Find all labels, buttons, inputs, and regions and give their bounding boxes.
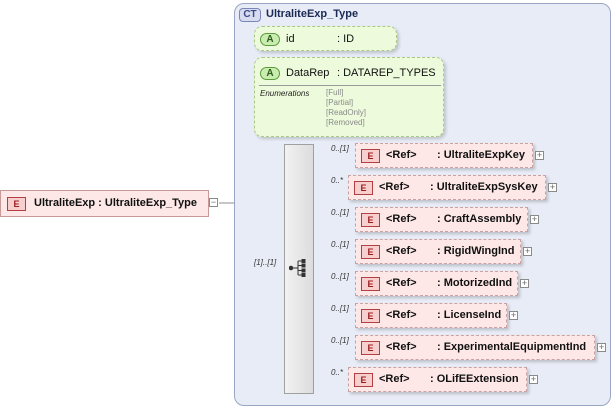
element-badge: E <box>361 213 380 227</box>
element-badge: E <box>361 245 380 259</box>
element-motorizedind[interactable]: E <Ref> : MotorizedInd <box>355 271 518 296</box>
element-ultraliteexpsyskey[interactable]: E <Ref> : UltraliteExpSysKey <box>348 175 546 200</box>
expand-toggle[interactable]: + <box>523 246 532 256</box>
root-element-box[interactable]: E UltraliteExp : UltraliteExp_Type <box>0 190 209 217</box>
enumeration-value: [ReadOnly] <box>326 108 367 117</box>
element-licenseind[interactable]: E <Ref> : LicenseInd <box>355 303 507 328</box>
element-badge: E <box>361 341 380 355</box>
element-ref: <Ref> <box>379 181 410 193</box>
enumeration-value: [Removed] <box>326 118 365 127</box>
enumeration-value: [Partial] <box>326 98 354 107</box>
element-ref: <Ref> <box>386 213 417 225</box>
element-cardinality: 0..[1] <box>331 208 349 217</box>
element-cardinality: 0..[1] <box>331 272 349 281</box>
element-craftassembly[interactable]: E <Ref> : CraftAssembly <box>355 207 528 232</box>
element-cardinality: 0..[1] <box>331 240 349 249</box>
attribute-type: : DATAREP_TYPES <box>337 67 436 79</box>
element-badge: E <box>361 309 380 323</box>
divider <box>259 85 441 86</box>
attribute-datarep-box[interactable]: A DataRep : DATAREP_TYPES Enumerations [… <box>254 57 444 137</box>
expand-toggle[interactable]: + <box>530 214 539 224</box>
element-badge: E <box>7 197 26 211</box>
expand-toggle[interactable]: + <box>597 342 606 352</box>
enumerations-label: Enumerations <box>260 89 310 98</box>
element-ref: <Ref> <box>386 341 417 353</box>
element-ref: <Ref> <box>386 277 417 289</box>
element-cardinality: 0..* <box>331 176 344 185</box>
element-ref: <Ref> <box>386 149 417 161</box>
element-name: : LicenseInd <box>437 309 502 321</box>
element-name: : UltraliteExpKey <box>437 149 526 161</box>
enumeration-value: [Full] <box>326 88 344 97</box>
expand-toggle[interactable]: + <box>535 150 544 160</box>
expand-toggle[interactable]: + <box>548 182 557 192</box>
element-cardinality: 0..[1] <box>331 144 349 153</box>
element-cardinality: 0..[1] <box>331 304 349 313</box>
attribute-name: DataRep <box>286 67 330 79</box>
element-name: : OLifEExtension <box>430 373 519 385</box>
attribute-type: : ID <box>337 33 355 45</box>
element-olifeextension[interactable]: E <Ref> : OLifEExtension <box>348 367 527 392</box>
element-badge: E <box>354 373 373 387</box>
element-cardinality: 0..* <box>331 368 344 377</box>
element-name: : ExperimentalEquipmentInd <box>437 341 587 353</box>
element-badge: E <box>354 181 373 195</box>
element-name: : UltraliteExpSysKey <box>430 181 538 193</box>
expand-toggle[interactable]: + <box>520 278 529 288</box>
sequence-cardinality: [1]..[1] <box>254 258 277 267</box>
complex-type-title: UltraliteExp_Type <box>266 8 359 20</box>
element-badge: E <box>361 277 380 291</box>
expand-toggle[interactable]: + <box>529 374 538 384</box>
element-cardinality: 0..[1] <box>331 336 349 345</box>
expand-toggle[interactable]: + <box>509 310 518 320</box>
sequence-icon <box>289 259 306 277</box>
element-rigidwingind[interactable]: E <Ref> : RigidWingInd <box>355 239 521 264</box>
collapse-toggle[interactable]: − <box>209 197 218 207</box>
element-badge: E <box>361 149 380 163</box>
attribute-name: id <box>286 33 295 45</box>
element-experimentalequipmentind[interactable]: E <Ref> : ExperimentalEquipmentInd <box>355 335 595 360</box>
element-ref: <Ref> <box>386 245 417 257</box>
root-element-label: UltraliteExp : UltraliteExp_Type <box>34 197 198 209</box>
attribute-id-box[interactable]: A id : ID <box>254 26 397 51</box>
element-name: : CraftAssembly <box>437 213 522 225</box>
element-ref: <Ref> <box>379 373 410 385</box>
element-name: : RigidWingInd <box>437 245 515 257</box>
element-ref: <Ref> <box>386 309 417 321</box>
attribute-badge: A <box>260 33 280 46</box>
attribute-badge: A <box>260 67 280 80</box>
element-ultraliteexpkey[interactable]: E <Ref> : UltraliteExpKey <box>355 143 533 168</box>
element-name: : MotorizedInd <box>437 277 513 289</box>
complex-type-badge: CT <box>239 8 261 22</box>
